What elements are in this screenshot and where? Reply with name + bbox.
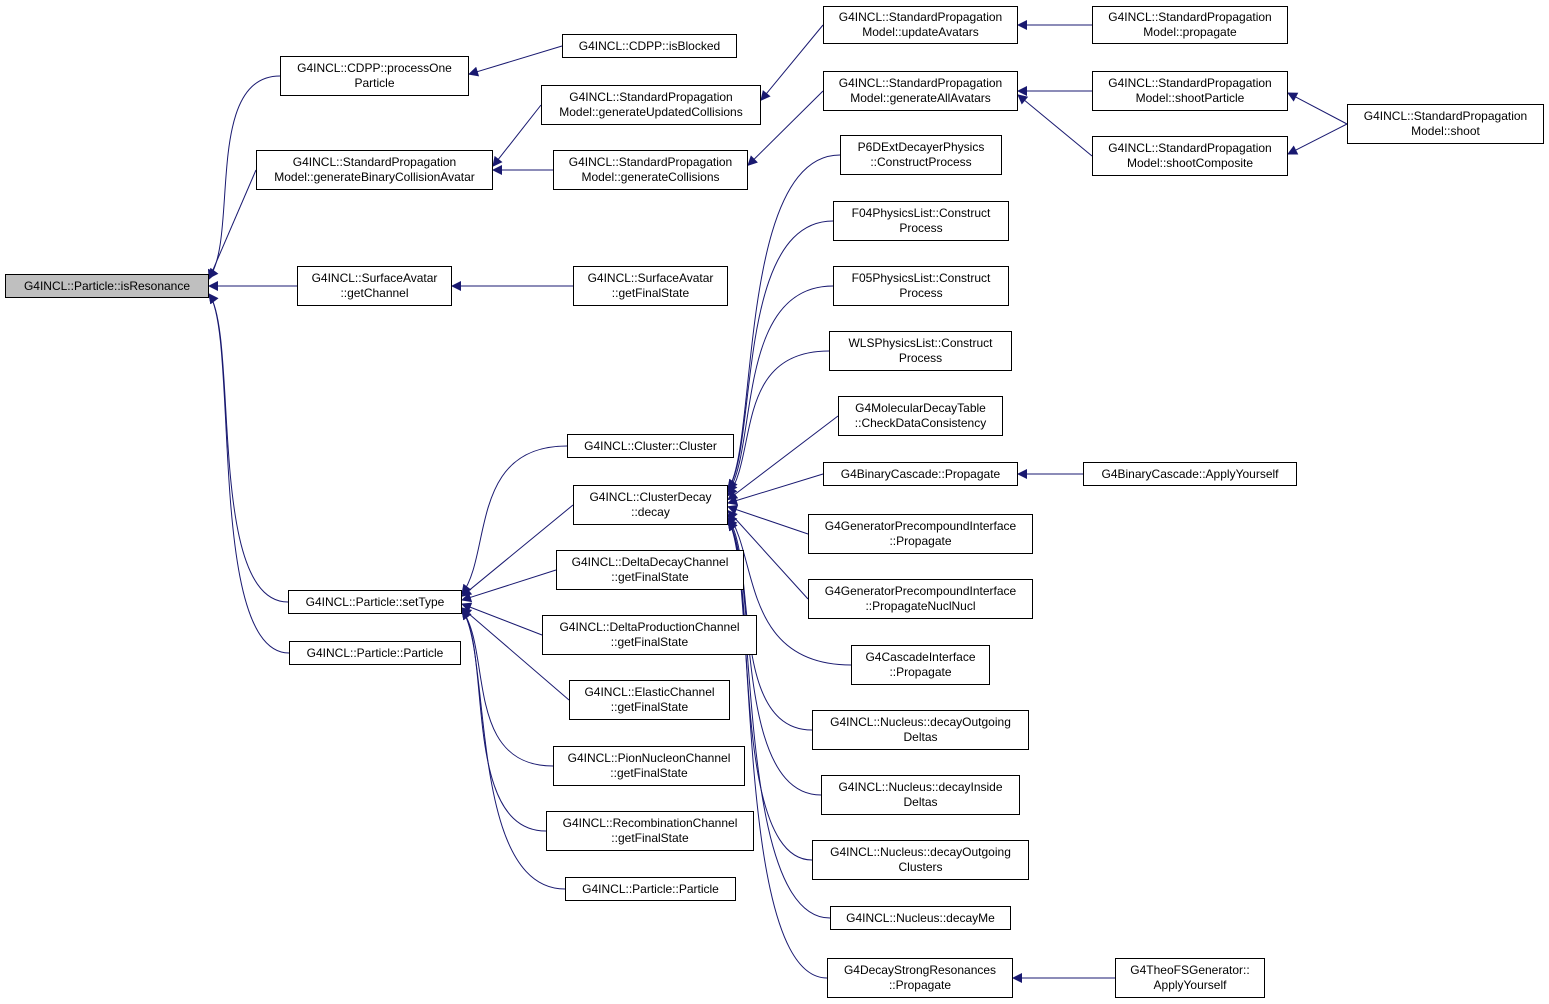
node-sp-generatecollisions[interactable]: G4INCL::StandardPropagation Model::gener…	[553, 150, 748, 190]
edge-p6d-to-cd_dec	[727, 154, 841, 490]
node-binarycascade-applyyourself[interactable]: G4BinaryCascade::ApplyYourself	[1083, 462, 1297, 486]
node-wlsphysicslist-constructprocess[interactable]: WLSPhysicsList::Construct Process	[829, 331, 1012, 371]
edge-sp_shoot-to-sp_sp	[1287, 92, 1348, 125]
node-cascadeinterface-propagate[interactable]: G4CascadeInterface ::Propagate	[851, 645, 990, 685]
node-cdpp-isblocked[interactable]: G4INCL::CDPP::isBlocked	[562, 34, 737, 58]
node-f05physicslist-constructprocess[interactable]: F05PhysicsList::Construct Process	[833, 266, 1009, 306]
edge-ec-to-p_set	[461, 607, 570, 701]
node-cluster-cluster[interactable]: G4INCL::Cluster::Cluster	[567, 434, 734, 458]
node-f04physicslist-constructprocess[interactable]: F04PhysicsList::Construct Process	[833, 201, 1009, 241]
edge-f05-to-cd_dec	[727, 285, 834, 493]
edge-sp_sc-to-sp_gaa	[1017, 94, 1093, 157]
node-decaystrongresonances-propagate[interactable]: G4DecayStrongResonances ::Propagate	[827, 958, 1013, 998]
node-nucleus-decayinsidedeltas[interactable]: G4INCL::Nucleus::decayInside Deltas	[821, 775, 1020, 815]
node-cdpp-processoneparticle[interactable]: G4INCL::CDPP::processOne Particle	[280, 56, 469, 96]
edge-gpi_pnn-to-cd_dec	[727, 509, 809, 600]
edge-f04-to-cd_dec	[727, 220, 834, 490]
edge-n_did-to-cd_dec	[727, 520, 822, 796]
node-sp-generateallavatars[interactable]: G4INCL::StandardPropagation Model::gener…	[823, 71, 1018, 111]
node-sp-shoot[interactable]: G4INCL::StandardPropagation Model::shoot	[1347, 104, 1544, 144]
node-sp-generatebinarycollisionavatar[interactable]: G4INCL::StandardPropagation Model::gener…	[256, 150, 493, 190]
node-pionnucleonchannel-getfinalstate[interactable]: G4INCL::PionNucleonChannel ::getFinalSta…	[553, 746, 745, 786]
edge-sp_gaa-to-sp_gc	[747, 90, 824, 166]
edge-mdt-to-cd_dec	[727, 415, 839, 501]
node-sp-updateavatars[interactable]: G4INCL::StandardPropagation Model::updat…	[823, 6, 1018, 44]
node-nucleus-decayoutgoingclusters[interactable]: G4INCL::Nucleus::decayOutgoing Clusters	[812, 840, 1029, 880]
edge-cd_dec-to-p_set	[461, 504, 574, 597]
edge-ci_p-to-cd_dec	[727, 513, 852, 666]
node-sp-propagate[interactable]: G4INCL::StandardPropagation Model::propa…	[1092, 6, 1288, 44]
edge-cdpp_ib-to-cdpp_po	[468, 45, 563, 77]
edge-gpi_p-to-cd_dec	[727, 504, 809, 535]
node-generatorprecompoundinterface-propagate[interactable]: G4GeneratorPrecompoundInterface ::Propag…	[808, 514, 1033, 554]
node-particle-particle[interactable]: G4INCL::Particle::Particle	[289, 641, 461, 665]
edge-p_set-to-root	[208, 293, 289, 603]
edge-sp_guc-to-sp_gbca	[492, 104, 542, 167]
edge-dpc-to-p_set	[461, 602, 543, 636]
edge-p_part-to-root	[208, 293, 290, 654]
node-particle-particle-2[interactable]: G4INCL::Particle::Particle	[565, 877, 736, 901]
node-nucleus-decayme[interactable]: G4INCL::Nucleus::decayMe	[830, 906, 1011, 930]
edge-wls-to-cd_dec	[727, 350, 830, 497]
node-moleculardecaytable-checkdataconsistency[interactable]: G4MolecularDecayTable ::CheckDataConsist…	[838, 396, 1003, 436]
edge-cdpp_po-to-root	[208, 75, 281, 279]
edge-p_part2-to-p_set	[461, 609, 566, 890]
node-p6dextdecayerphysics-constructprocess[interactable]: P6DExtDecayerPhysics ::ConstructProcess	[840, 135, 1002, 175]
node-generatorprecompoundinterface-propagatenuclnucl[interactable]: G4GeneratorPrecompoundInterface ::Propag…	[808, 579, 1033, 619]
edge-bc_prop-to-cd_dec	[727, 473, 824, 506]
node-sp-shootcomposite[interactable]: G4INCL::StandardPropagation Model::shoot…	[1092, 136, 1288, 176]
node-particle-settype[interactable]: G4INCL::Particle::setType	[288, 590, 462, 614]
edge-cl_cl-to-p_set	[461, 445, 568, 595]
node-sp-shootparticle[interactable]: G4INCL::StandardPropagation Model::shoot…	[1092, 71, 1288, 111]
edge-sp_gbca-to-root	[207, 169, 257, 280]
node-surfaceavatar-getchannel[interactable]: G4INCL::SurfaceAvatar ::getChannel	[297, 266, 452, 306]
node-elasticchannel-getfinalstate[interactable]: G4INCL::ElasticChannel ::getFinalState	[569, 680, 730, 720]
node-theofsgenerator-applyyourself[interactable]: G4TheoFSGenerator:: ApplyYourself	[1115, 958, 1265, 998]
edge-pnc-to-p_set	[461, 609, 554, 767]
node-root-isresonance: G4INCL::Particle::isResonance	[5, 274, 209, 298]
node-sp-generateupdatedcollisions[interactable]: G4INCL::StandardPropagation Model::gener…	[541, 85, 761, 125]
node-binarycascade-propagate[interactable]: G4BinaryCascade::Propagate	[823, 462, 1018, 486]
node-deltadecaychannel-getfinalstate[interactable]: G4INCL::DeltaDecayChannel ::getFinalStat…	[556, 550, 744, 590]
node-nucleus-decayoutgoingdeltas[interactable]: G4INCL::Nucleus::decayOutgoing Deltas	[812, 710, 1029, 750]
edge-ddc-to-p_set	[461, 569, 557, 603]
node-deltaproductionchannel-getfinalstate[interactable]: G4INCL::DeltaProductionChannel ::getFina…	[542, 615, 757, 655]
node-recombinationchannel-getfinalstate[interactable]: G4INCL::RecombinationChannel ::getFinalS…	[546, 811, 754, 851]
node-surfaceavatar-getfinalstate[interactable]: G4INCL::SurfaceAvatar ::getFinalState	[573, 266, 728, 306]
edge-sp_ua-to-sp_guc	[760, 24, 824, 101]
edge-sp_shoot-to-sp_sc	[1287, 123, 1348, 155]
node-clusterdecay-decay[interactable]: G4INCL::ClusterDecay ::decay	[573, 485, 728, 525]
